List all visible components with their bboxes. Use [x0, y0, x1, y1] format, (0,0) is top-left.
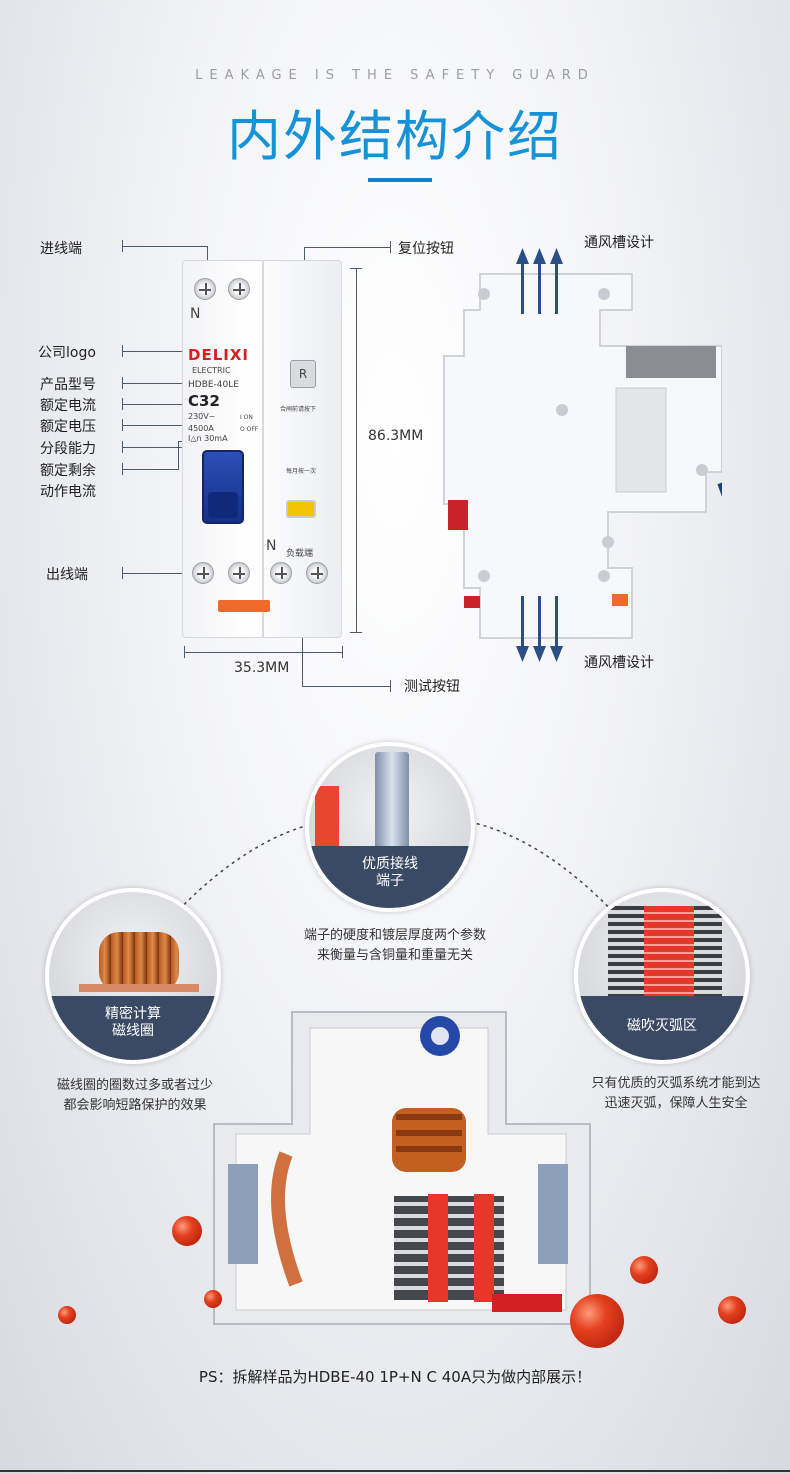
test-button[interactable] [286, 500, 316, 518]
decor-ball [172, 1216, 202, 1246]
label-breaking-capacity: 分段能力 [40, 441, 96, 457]
breaker-voltage: 230V~ [188, 412, 216, 421]
load-text: 负载端 [286, 549, 314, 559]
vent-down-arrows-icon [516, 646, 563, 662]
label-residual-current-1: 额定剩余 [40, 463, 96, 479]
on-mark: I ON [240, 414, 253, 421]
coil-description: 磁线圈的圈数过多或者过少 都会影响短路保护的效果 [56, 1078, 213, 1113]
terminal-caption-2: 端子 [376, 873, 404, 890]
label-company-logo: 公司logo [38, 345, 96, 361]
neutral-bottom-mark: N [266, 538, 277, 554]
page-title: 内外结构介绍 [227, 105, 563, 168]
terminal-description: 端子的硬度和镀层厚度两个参数 来衡量与含铜量和重量无关 [303, 928, 486, 963]
detail-terminal: 优质接线 端子 [305, 742, 475, 912]
label-rated-voltage: 额定电压 [40, 419, 96, 435]
decor-ball [718, 1296, 746, 1324]
breaker-capacity: 4500A [188, 424, 214, 433]
breaker-handle[interactable] [202, 450, 244, 524]
label-reset-button: 复位按钮 [398, 241, 454, 257]
height-dimension: 86.3MM [368, 428, 424, 444]
label-rated-current: 额定电流 [40, 398, 96, 414]
electric-text: ELECTRIC [192, 366, 231, 375]
disassembled-breaker-illustration [206, 984, 598, 1342]
neutral-top-mark: N [190, 306, 201, 322]
header-subtitle: LEAKAGE IS THE SAFETY GUARD [195, 68, 595, 83]
inlet-screw-icon [194, 278, 216, 300]
breaker-side-view [440, 272, 737, 642]
vent-up-arrows-icon [516, 248, 563, 264]
label-test-button: 测试按钮 [404, 679, 460, 695]
arc-description: 只有优质的灭弧系统才能到达 迅速灭弧，保障人生安全 [591, 1076, 761, 1111]
breaker-rating: C32 [188, 392, 220, 410]
arc-caption: 磁吹灭弧区 [627, 1018, 697, 1035]
inlet-screw-icon [228, 278, 250, 300]
width-dimension: 35.3MM [234, 660, 290, 676]
outlet-screw-icon [270, 562, 292, 584]
test-note: 每月按一次 [286, 468, 317, 475]
label-model: 产品型号 [40, 377, 96, 393]
breaker-residual: I△n 30mA [188, 434, 228, 443]
label-vent-top: 通风槽设计 [584, 235, 654, 251]
label-inlet: 进线端 [40, 241, 82, 257]
label-vent-bottom: 通风槽设计 [584, 655, 654, 671]
breaker-front-view: N DELIXI ELECTRIC HDBE-40LE C32 230V~ 45… [182, 260, 342, 638]
label-residual-current-2: 动作电流 [40, 484, 96, 500]
outlet-screw-icon [192, 562, 214, 584]
terminal-caption-1: 优质接线 [362, 856, 418, 873]
coil-caption-2: 磁线圈 [112, 1023, 154, 1040]
detail-coil: 精密计算 磁线圈 [45, 888, 221, 1064]
outlet-screw-icon [306, 562, 328, 584]
reset-button[interactable]: R [290, 360, 316, 388]
breaker-model: HDBE-40LE [188, 380, 239, 390]
title-underline [368, 178, 432, 182]
footnote: PS：拆解样品为HDBE-40 1P+N C 40A只为做内部展示！ [198, 1368, 592, 1386]
delixi-logo: DELIXI [188, 346, 249, 364]
bottom-divider [0, 1470, 790, 1472]
decor-ball [204, 1290, 222, 1308]
coil-caption-1: 精密计算 [105, 1006, 161, 1023]
din-clip [218, 600, 270, 612]
decor-ball [570, 1294, 624, 1348]
label-outlet: 出线端 [46, 567, 88, 583]
decor-ball [58, 1306, 76, 1324]
outlet-screw-icon [228, 562, 250, 584]
off-mark: O OFF [240, 426, 259, 433]
decor-ball [630, 1256, 658, 1284]
detail-arc-chute: 磁吹灭弧区 [574, 888, 750, 1064]
reset-note: 合闸前请按下 [280, 406, 317, 413]
